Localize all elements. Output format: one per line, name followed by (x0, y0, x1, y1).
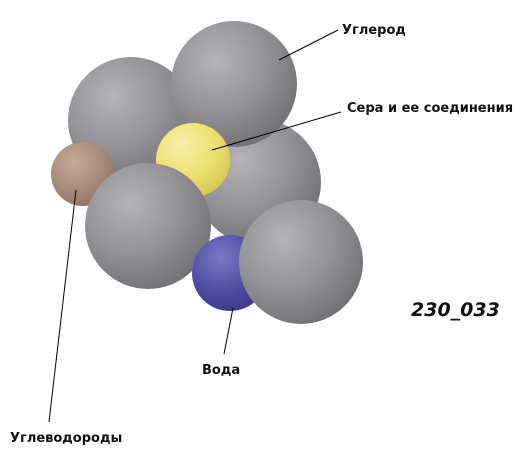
carbon-sphere (85, 163, 211, 289)
sulfur-leader-line (211, 111, 342, 151)
carbon-leader-line (278, 29, 339, 61)
hydrocarbons-leader-line (48, 189, 77, 423)
carbon-sphere (239, 200, 363, 324)
water-leader-line (223, 307, 234, 355)
particle-cluster (51, 21, 363, 324)
hydrocarbons-label: Углеводороды (10, 431, 122, 446)
carbon-sphere (171, 21, 297, 147)
carbon-label: Углерод (342, 23, 406, 38)
sulfur-label: Сера и ее соединения (347, 101, 513, 116)
water-label: Вода (202, 363, 240, 378)
figure-code: 230_033 (411, 299, 500, 321)
